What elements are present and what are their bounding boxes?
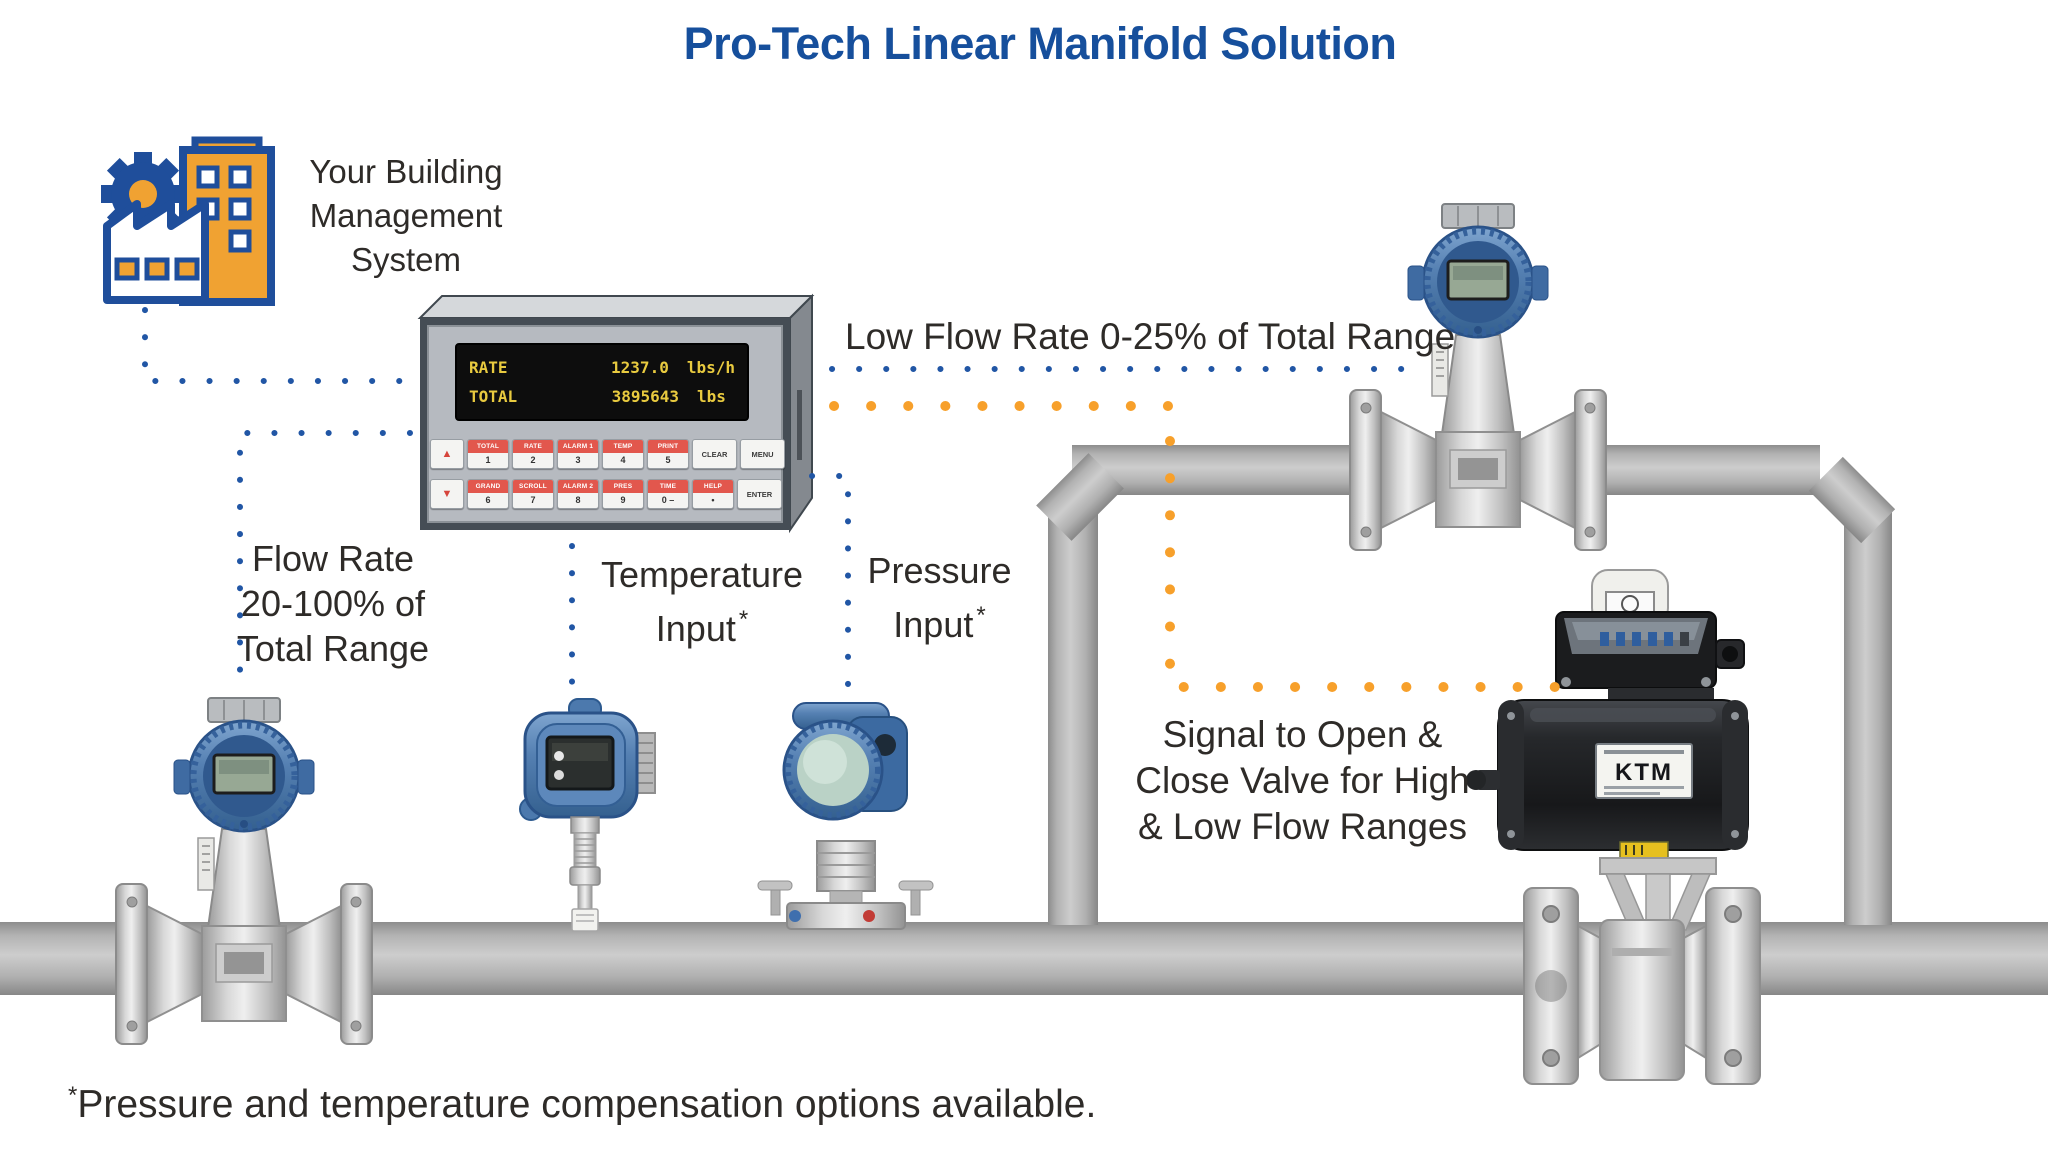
flow-rate-line1: Flow Rate — [251, 538, 415, 579]
total-unit: lbs — [697, 387, 726, 406]
temperature-line2: Input* — [655, 606, 749, 649]
pipe-left-riser — [1048, 505, 1098, 925]
pipe-elbow-right — [1808, 456, 1896, 544]
pipe-elbow-left — [1036, 453, 1124, 541]
signal-line2: Close Valve for High — [1135, 760, 1470, 801]
pipe-right-riser — [1844, 512, 1892, 925]
help-key: HELP• — [692, 479, 734, 509]
signal-valve-label: Signal to Open & Close Valve for High & … — [1135, 712, 1470, 850]
ktm-nameplate: KTM — [1595, 743, 1693, 799]
rate-value: 1237.0 — [611, 358, 669, 377]
valve-actuator-icon: KTM — [1466, 569, 1761, 1085]
bms-label-line2: Management — [309, 197, 503, 234]
display-rate-row: RATE 1237.0 lbs/h — [469, 353, 735, 382]
temperature-line1: Temperature — [600, 554, 804, 595]
pressure-input-label: Pressure Input* — [842, 548, 1037, 647]
bms-label-line3: System — [350, 241, 462, 278]
bms-label: Your Building Management System — [278, 150, 534, 282]
signal-line-bms-to-computer — [142, 307, 417, 384]
rate-unit: lbs/h — [686, 358, 735, 377]
up-arrow-key: ▲ — [430, 439, 464, 469]
page-title: Pro-Tech Linear Manifold Solution — [683, 18, 1397, 69]
valve-bracket-icon — [1599, 857, 1717, 931]
clear-key: CLEAR — [692, 439, 737, 469]
flow-rate-label: Flow Rate 20-100% of Total Range — [218, 536, 448, 671]
pressure-line1: Pressure — [867, 550, 1012, 591]
rate-label: RATE — [469, 358, 508, 377]
menu-key: MENU — [740, 439, 785, 469]
factory-icon — [103, 200, 209, 304]
warning-tag — [1619, 841, 1669, 859]
vortex-meter-icon — [1350, 204, 1606, 550]
signal-line-lower-meter — [237, 430, 413, 695]
signal-line1: Signal to Open & — [1162, 714, 1443, 755]
flow-computer-display: RATE 1237.0 lbs/h TOTAL 3895643 lbs — [455, 343, 749, 421]
pneumatic-actuator-icon: KTM — [1466, 699, 1749, 859]
pressure-transmitter-icon — [757, 702, 934, 930]
enter-key: ENTER — [737, 479, 782, 509]
total-label: TOTAL — [469, 387, 518, 406]
temperature-input-label: Temperature Input* — [582, 552, 822, 651]
total-value: 3895643 — [611, 387, 679, 406]
ktm-brand-text: KTM — [1615, 759, 1673, 786]
vortex-meter-icon — [116, 698, 372, 1044]
flow-rate-line3: Total Range — [236, 628, 430, 669]
signal-line3: & Low Flow Ranges — [1137, 806, 1468, 847]
pressure-line2: Input* — [893, 602, 986, 645]
flow-computer: RATE 1237.0 lbs/h TOTAL 3895643 lbs ▲ TO… — [420, 318, 790, 530]
ball-valve-icon — [1523, 887, 1761, 1085]
low-flow-label: Low Flow Rate 0-25% of Total Range — [845, 316, 1456, 357]
footnote: *Pressure and temperature compensation o… — [68, 1082, 1097, 1126]
flow-rate-line2: 20-100% of — [240, 583, 426, 624]
switch-box-icon — [1555, 611, 1745, 689]
temperature-transmitter-icon — [519, 698, 656, 932]
display-total-row: TOTAL 3895643 lbs — [469, 382, 735, 411]
down-arrow-key: ▼ — [430, 479, 464, 509]
bms-icon — [101, 136, 275, 306]
bms-label-line1: Your Building — [309, 153, 503, 190]
